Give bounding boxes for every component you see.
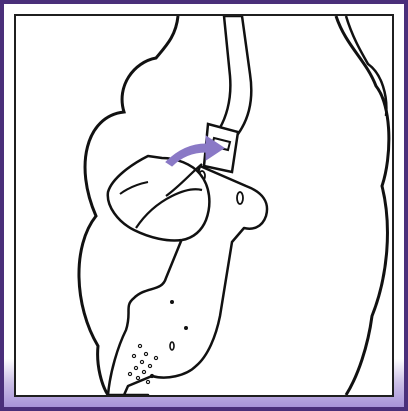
- hand-knuckle: [119, 181, 149, 195]
- insert-arrow: [165, 135, 225, 167]
- illustration-panel: [14, 14, 394, 397]
- hand-thumb: [165, 163, 203, 197]
- plate-hole: [184, 326, 188, 330]
- plate-hole: [169, 341, 175, 351]
- strap: [214, 16, 253, 136]
- plate-hole: [236, 191, 244, 205]
- hand-finger: [135, 188, 203, 229]
- plate-hole: [170, 300, 174, 304]
- silhouette-right-lobe: [344, 16, 388, 117]
- silhouette-outline: [77, 16, 391, 395]
- mounting-plate: [106, 164, 269, 395]
- instruction-illustration: [77, 16, 391, 395]
- hand: [106, 154, 211, 242]
- vent-dots: [127, 343, 159, 385]
